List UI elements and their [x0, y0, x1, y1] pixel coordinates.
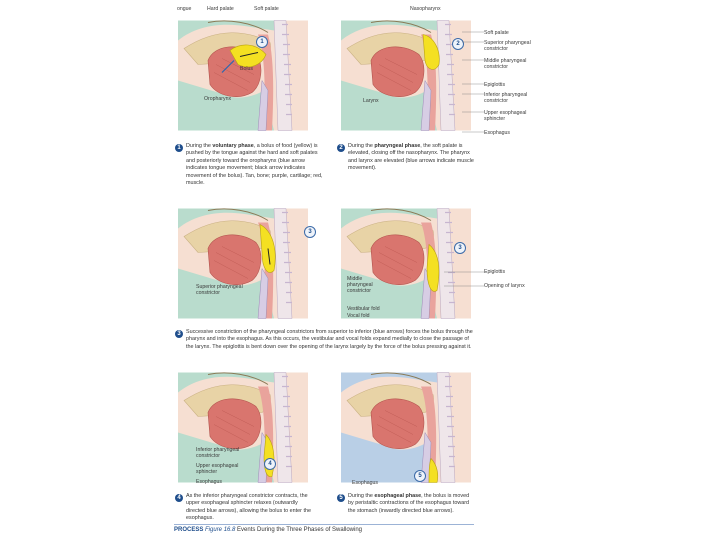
step-3-badge: 3	[175, 330, 183, 338]
inferior-pharyngeal-constrictor-label-p4: Inferior pharyngeal constrictor	[196, 447, 252, 459]
larynx-label: Larynx	[363, 98, 379, 104]
step-2-badge: 2	[337, 144, 345, 152]
middle-pharyngeal-constrictor-label-p3: Middle pharyngeal constrictor	[347, 276, 387, 294]
tongue-label: ongue	[177, 6, 191, 12]
panel-1-illustration	[178, 18, 308, 133]
epiglottis-label: Epiglottis	[484, 82, 505, 88]
vestibular-fold-label: Vestibular fold	[347, 306, 380, 312]
epiglottis-label-p3: Epiglottis	[484, 269, 505, 275]
panel-3-left-illustration	[178, 206, 308, 321]
panel-5-caption: During the esophageal phase, the bolus i…	[348, 493, 476, 515]
inferior-pharyngeal-constrictor-label: Inferior pharyngeal constrictor	[484, 92, 550, 104]
figure-caption: PROCESS Figure 16.8 Events During the Th…	[174, 527, 362, 533]
step-marker-4: 4	[264, 458, 276, 470]
middle-pharyngeal-constrictor-label: Middle pharyngeal constrictor	[484, 58, 546, 70]
panel-3-right-illustration	[341, 206, 471, 321]
step-4-badge: 4	[175, 494, 183, 502]
panel-5-illustration	[341, 370, 471, 485]
vocal-fold-label: Vocal fold	[347, 313, 370, 319]
hard-palate-label: Hard palate	[207, 6, 234, 12]
footer-rule	[174, 524, 474, 525]
step-5-badge: 5	[337, 494, 345, 502]
superior-pharyngeal-constrictor-label-p3: Superior pharyngeal constrictor	[196, 284, 248, 296]
panel-2-caption: During the pharyngeal phase, the soft pa…	[348, 143, 476, 173]
oropharynx-label: Oropharynx	[204, 96, 231, 102]
panel-3-leader-lines	[444, 270, 486, 290]
figure-number: Figure 16.8	[205, 527, 235, 533]
panel-4-caption: As the inferior pharyngeal constrictor c…	[186, 493, 318, 523]
panel-2-leader-lines	[462, 30, 486, 134]
step-marker-1: 1	[256, 36, 268, 48]
upper-esophageal-sphincter-label: Upper esophageal sphincter	[484, 110, 546, 122]
upper-esophageal-sphincter-label-p4: Upper esophageal sphincter	[196, 463, 252, 475]
superior-pharyngeal-constrictor-label: Superior pharyngeal constrictor	[484, 40, 554, 52]
step-marker-3a: 3	[304, 226, 316, 238]
soft-palate-label: Soft palate	[254, 6, 279, 12]
nasopharynx-label: Nasopharynx	[410, 6, 441, 12]
esophagus-label-p4: Esophagus	[196, 479, 222, 485]
bolus-label: Bolus	[240, 66, 253, 72]
esophagus-label-p5: Esophagus	[352, 480, 378, 486]
panel-3-caption: Successive constriction of the pharyngea…	[186, 329, 476, 351]
step-marker-5: 5	[414, 470, 426, 482]
panel-1-caption: During the voluntary phase, a bolus of f…	[186, 143, 326, 187]
panel-2-illustration	[341, 18, 471, 133]
step-1-badge: 1	[175, 144, 183, 152]
esophagus-label-p2: Esophagus	[484, 130, 510, 136]
opening-of-larynx-label: Opening of larynx	[484, 283, 525, 289]
step-marker-3b: 3	[454, 242, 466, 254]
soft-palate-right-label: Soft palate	[484, 30, 509, 36]
process-label: PROCESS	[174, 527, 203, 533]
figure-title: Events During the Three Phases of Swallo…	[237, 527, 362, 533]
